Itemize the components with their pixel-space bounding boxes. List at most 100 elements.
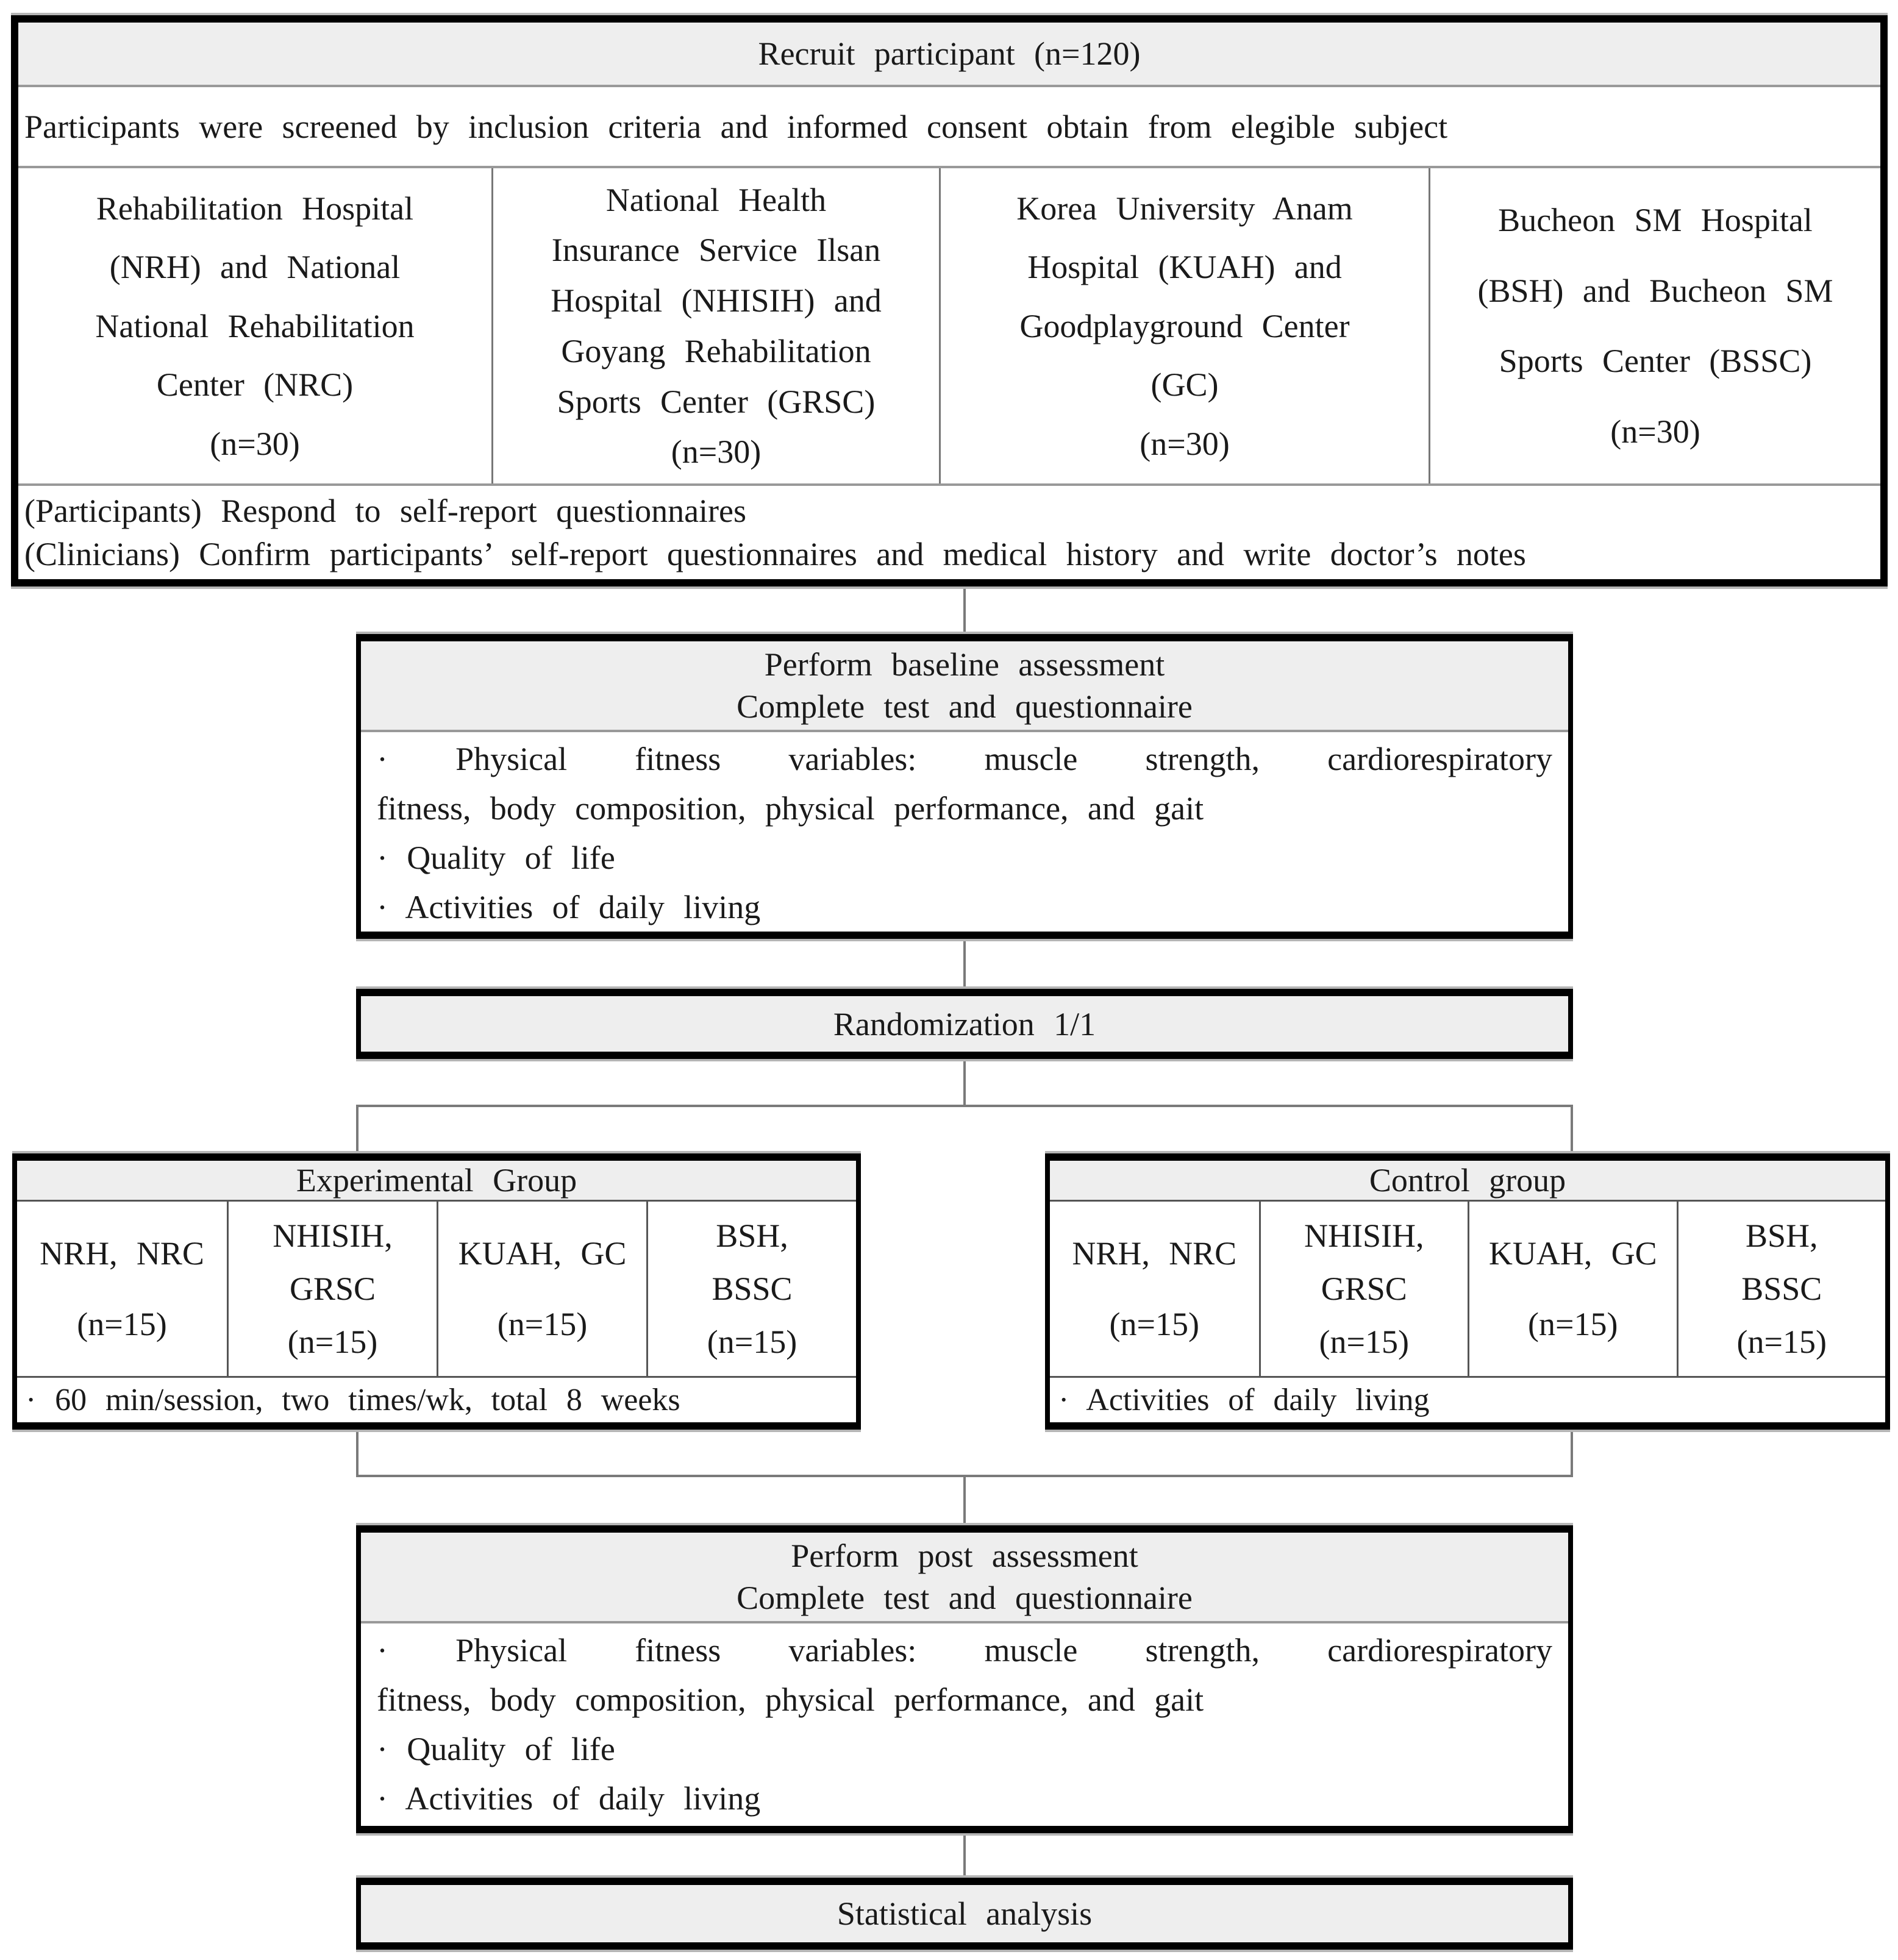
text-line: BSSC	[1741, 1270, 1822, 1307]
group-cell-bsh-bssc: BSH, BSSC (n=15)	[1676, 1202, 1886, 1376]
text-line: NHISIH,	[273, 1217, 393, 1254]
text-line: KUAH, GC	[458, 1235, 627, 1272]
text-line: Goodplayground Center	[1019, 307, 1350, 344]
recruit-participant-label: Recruit participant (n=120)	[758, 35, 1141, 72]
text-line: fitness, body composition, physical perf…	[377, 790, 1204, 827]
text-line: (n=30)	[1610, 413, 1700, 451]
group-cell-nrh-nrc: NRH, NRC(n=15)	[1050, 1202, 1259, 1376]
statistical-analysis-label: Statistical analysis	[837, 1895, 1093, 1932]
participants-note: (Participants) Respond to self-report qu…	[24, 492, 747, 529]
group-cell-bsh-bssc: BSH, BSSC (n=15)	[646, 1202, 856, 1376]
baseline-bullet-physical: · Physical fitness variables: muscle str…	[377, 735, 1552, 833]
text-line: NRH, NRC	[40, 1235, 204, 1272]
text-line: (BSH) and Bucheon SM	[1477, 272, 1833, 309]
baseline-bullet-adl: · Activities of daily living	[377, 889, 761, 925]
post-bullet-physical: · Physical fitness variables: muscle str…	[377, 1626, 1552, 1725]
text-line: (GC)	[1151, 366, 1219, 403]
text-line: Hospital (KUAH) and	[1027, 249, 1342, 285]
text-line: Perform baseline assessment	[764, 646, 1165, 683]
post-bullet-quality: · Quality of life	[377, 1731, 615, 1767]
text-line: GRSC	[289, 1270, 376, 1307]
experimental-dose-text: · 60 min/session, two times/wk, total 8 …	[26, 1383, 680, 1417]
text-line: Bucheon SM Hospital	[1498, 201, 1813, 238]
text-line: Korea University Anam	[1016, 190, 1353, 227]
site-cell-bsh-bssc: Bucheon SM Hospital (BSH) and Bucheon SM S…	[1429, 168, 1880, 483]
text-line: Hospital (NHISIH) and	[551, 282, 882, 319]
text-line: (n=15)	[287, 1324, 378, 1360]
notes-row: (Participants) Respond to self-report qu…	[18, 483, 1880, 579]
text-line: NHISIH,	[1304, 1217, 1424, 1254]
text-line: KUAH, GC	[1488, 1235, 1657, 1272]
text-line: BSH,	[1745, 1217, 1818, 1254]
text-line: Complete test and questionnaire	[737, 1580, 1193, 1616]
text-line: (n=30)	[671, 433, 762, 471]
bracket-drop-control	[1571, 1105, 1573, 1153]
experimental-group-box: Experimental Group NRH, NRC (n=15) NHISIH…	[12, 1153, 861, 1430]
text-line: BSH,	[716, 1217, 788, 1254]
text-line: (NRH) and National	[109, 249, 401, 285]
text-line: Sports Center (GRSC)	[557, 383, 876, 420]
randomization-box: Randomization 1/1	[356, 989, 1573, 1059]
connector-merge-to-post	[963, 1475, 966, 1525]
text-line: Insurance Service Ilsan	[551, 232, 881, 269]
text-line: · Physical fitness variables: muscle str…	[377, 741, 1552, 777]
text-line: · Physical fitness variables: muscle str…	[377, 1632, 1552, 1669]
text-line: National Rehabilitation	[95, 307, 415, 344]
bracket-rise-control	[1571, 1430, 1573, 1477]
text-line: Goyang Rehabilitation	[561, 332, 871, 369]
recruit-participant-header: Recruit participant (n=120)	[18, 23, 1880, 85]
experimental-group-cells: NRH, NRC (n=15) NHISIH, GRSC (n=15) KUAH, G…	[17, 1202, 856, 1378]
text-line: GRSC	[1321, 1270, 1407, 1307]
baseline-body: · Physical fitness variables: muscle str…	[361, 732, 1568, 932]
text-line: Sports Center (BSSC)	[1499, 343, 1812, 380]
control-group-title: Control group	[1369, 1162, 1566, 1199]
experimental-group-header: Experimental Group	[17, 1161, 856, 1202]
randomization-label: Randomization 1/1	[833, 1005, 1096, 1042]
connector-post-to-statistical	[963, 1833, 966, 1878]
baseline-bullet-quality: · Quality of life	[377, 839, 615, 876]
group-cell-nhisih-grsc: NHISIH, GRSC (n=15)	[1258, 1202, 1468, 1376]
text-line: (n=15)	[1528, 1306, 1618, 1342]
text-line: Perform post assessment	[791, 1538, 1138, 1574]
bracket-rise-experimental	[356, 1430, 359, 1477]
text-line: (n=15)	[707, 1324, 797, 1360]
text-line: BSSC	[712, 1270, 793, 1307]
experimental-group-note: · 60 min/session, two times/wk, total 8 …	[17, 1378, 856, 1422]
control-group-note: · Activities of daily living	[1050, 1378, 1885, 1422]
text-line: (n=30)	[1140, 425, 1230, 462]
text-line: (n=15)	[77, 1306, 167, 1342]
text-line: Complete test and questionnaire	[737, 688, 1193, 725]
clinicians-note: (Clinicians) Confirm participants’ self-…	[24, 536, 1526, 573]
connector-randomization-stem	[963, 1059, 966, 1107]
screening-row: Participants were screened by inclusion …	[18, 85, 1880, 166]
control-group-box: Control group NRH, NRC(n=15) NHISIH, GRSC…	[1045, 1153, 1890, 1430]
text-line: (n=15)	[1319, 1324, 1409, 1360]
text-line: National Health	[605, 181, 827, 218]
text-line: Rehabilitation Hospital	[96, 190, 414, 227]
text-line: (n=15)	[497, 1306, 588, 1342]
text-line: Center (NRC)	[156, 366, 354, 403]
experimental-group-title: Experimental Group	[296, 1162, 577, 1199]
text-line: fitness, body composition, physical perf…	[377, 1681, 1204, 1718]
control-activity-text: · Activities of daily living	[1058, 1383, 1430, 1417]
text-line: (n=15)	[1736, 1324, 1827, 1360]
connector-baseline-to-randomization	[963, 939, 966, 989]
statistical-analysis-box: Statistical analysis	[356, 1878, 1573, 1950]
screening-text: Participants were screened by inclusion …	[24, 108, 1448, 145]
bracket-drop-experimental	[356, 1105, 359, 1153]
bracket-split-horizontal	[356, 1105, 1573, 1107]
group-cell-nhisih-grsc: NHISIH, GRSC (n=15)	[227, 1202, 437, 1376]
sites-row: Rehabilitation Hospital (NRH) and Nationa…	[18, 166, 1880, 483]
group-cell-kuah-gc: KUAH, GC (n=15)	[437, 1202, 646, 1376]
group-cell-nrh-nrc: NRH, NRC (n=15)	[17, 1202, 227, 1376]
post-bullet-adl: · Activities of daily living	[377, 1780, 761, 1817]
post-body: · Physical fitness variables: muscle str…	[361, 1623, 1568, 1823]
group-cell-kuah-gc: KUAH, GC (n=15)	[1468, 1202, 1677, 1376]
